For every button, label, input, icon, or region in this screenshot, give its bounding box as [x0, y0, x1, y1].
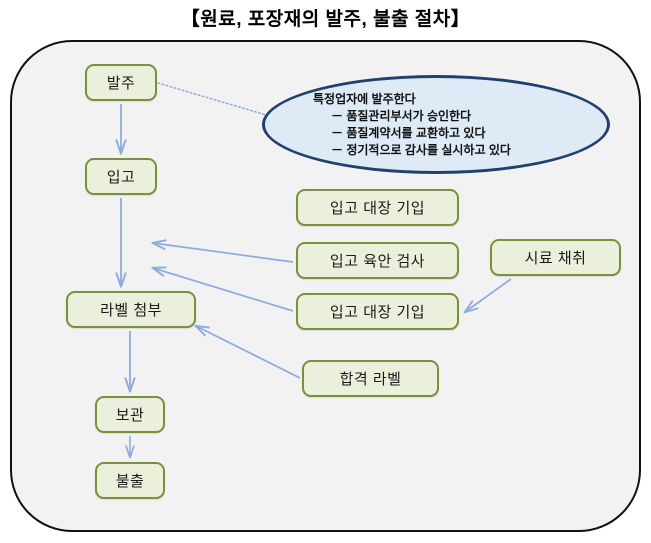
node-ledger-entry-1[interactable]: 입고 대장 기입: [296, 189, 459, 226]
node-visual-inspection[interactable]: 입고 육안 검사: [296, 242, 459, 279]
page-title: 【원료, 포장재의 발주, 불출 절차】: [180, 9, 471, 30]
node-label-attach[interactable]: 라벨 첨부: [66, 291, 196, 328]
callout-heading: 특정업자에 발주한다: [313, 91, 416, 106]
node-receive[interactable]: 입고: [85, 158, 157, 195]
callout-item-0: － 품질관리부서가 승인한다: [331, 108, 472, 123]
node-store[interactable]: 보관: [95, 396, 165, 433]
callout-item-1: － 품질계약서를 교환하고 있다: [331, 125, 486, 140]
node-sampling[interactable]: 시료 채취: [490, 239, 621, 276]
node-order[interactable]: 발주: [85, 64, 157, 101]
node-release[interactable]: 불출: [95, 462, 165, 499]
callout-item-2: － 정기적으로 감사를 실시하고 있다: [331, 142, 511, 157]
node-pass-label[interactable]: 합격 라벨: [302, 360, 439, 397]
callout-order-details: 특정업자에 발주한다 － 품질관리부서가 승인한다 － 품질계약서를 교환하고 …: [262, 75, 610, 174]
node-ledger-entry-2[interactable]: 입고 대장 기입: [296, 293, 459, 330]
